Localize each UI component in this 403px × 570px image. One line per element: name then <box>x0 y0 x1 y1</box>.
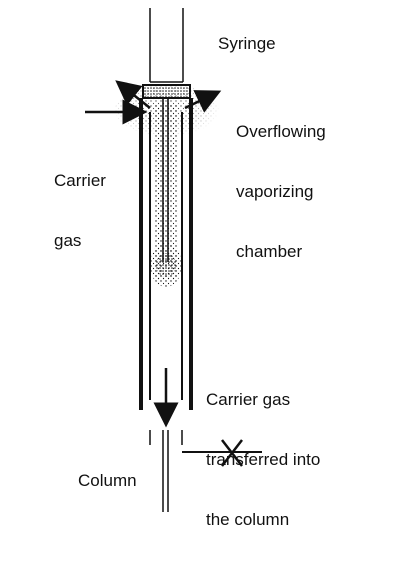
transfer-label-line: the column <box>206 510 290 529</box>
carrier-gas-label-line: gas <box>54 231 82 250</box>
syringe-label: Syringe <box>218 34 276 53</box>
chamber-label-line: Overflowing <box>236 122 326 141</box>
chamber-label-line: chamber <box>236 242 303 261</box>
injector-liner <box>139 98 193 445</box>
column-tube <box>162 430 169 512</box>
carrier-gas-label-line: Carrier <box>54 171 106 190</box>
carrier-gas-label: Carrier gas <box>54 131 106 291</box>
injector-diagram: Syringe Overflowing vaporizing chamber C… <box>54 8 326 529</box>
transfer-label-line: transferred into <box>206 450 321 469</box>
transfer-label: Carrier gas transferred into the column <box>206 350 320 570</box>
diagram-canvas <box>85 8 262 512</box>
syringe-barrel <box>149 8 184 83</box>
column-label: Column <box>78 471 137 490</box>
closed-split-valve <box>182 439 262 467</box>
chamber-label: Overflowing vaporizing chamber <box>236 82 326 302</box>
chamber-label-line: vaporizing <box>236 182 314 201</box>
transfer-label-line: Carrier gas <box>206 390 291 409</box>
syringe-needle <box>162 98 169 262</box>
vapor-in-liner <box>150 105 182 287</box>
